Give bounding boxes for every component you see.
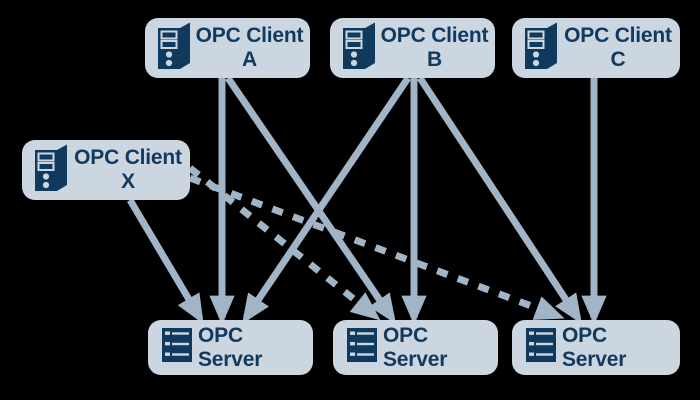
node-label-client-c: OPC Client C — [564, 24, 672, 71]
tower-computer-icon — [157, 22, 191, 75]
node-label-client-a: OPC Client A — [195, 24, 304, 71]
node-label-client-x: OPC Client X — [74, 146, 182, 193]
node-server-2[interactable]: OPC Server — [333, 320, 498, 375]
rack-server-icon — [347, 328, 377, 367]
node-client-b[interactable]: OPC Client B — [330, 18, 495, 78]
edge-x-s2 — [187, 165, 381, 321]
edge-x-s1 — [126, 198, 204, 325]
connector-lines — [126, 76, 607, 325]
node-label-client-b: OPC Client B — [380, 24, 489, 71]
tower-computer-icon — [524, 22, 558, 75]
edge-a-s2 — [225, 76, 396, 324]
node-server-1[interactable]: OPC Server — [148, 320, 313, 375]
tower-computer-icon — [342, 22, 376, 75]
node-label-server-1: OPC Server — [198, 323, 263, 371]
edge-b-s1 — [242, 76, 411, 324]
node-client-a[interactable]: OPC Client A — [145, 18, 310, 78]
node-client-c[interactable]: OPC Client C — [512, 18, 680, 78]
tower-computer-icon — [34, 144, 68, 197]
edge-b-s3 — [417, 76, 582, 324]
node-label-server-3: OPC Server — [562, 323, 627, 371]
rack-server-icon — [526, 328, 556, 367]
node-server-3[interactable]: OPC Server — [512, 320, 680, 375]
node-label-server-2: OPC Server — [383, 323, 448, 371]
rack-server-icon — [162, 328, 192, 367]
node-client-x[interactable]: OPC Client X — [22, 140, 190, 200]
